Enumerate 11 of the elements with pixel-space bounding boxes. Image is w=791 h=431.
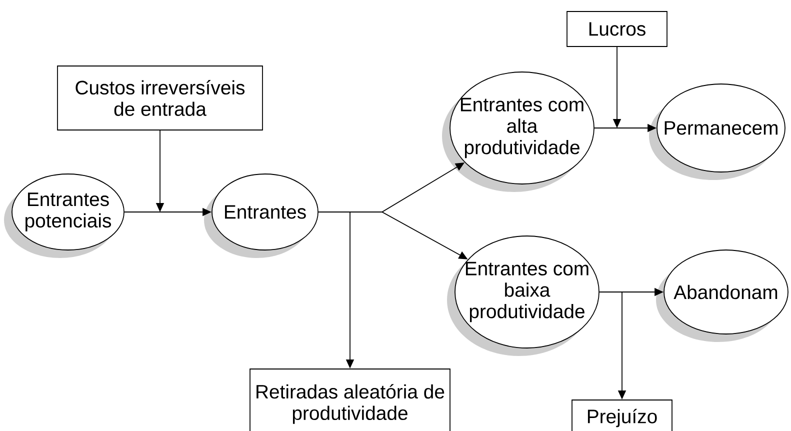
text-box: Custos irreversíveis de entrada bbox=[57, 66, 263, 130]
ellipse-node: Abandonam bbox=[656, 250, 788, 342]
node-label: Abandonam bbox=[674, 284, 778, 300]
ellipse-node: Entrantes potenciais bbox=[4, 174, 124, 258]
ellipse-node: Entrantes bbox=[204, 174, 318, 258]
ellipse-node: Entrantes com baixa produtividade bbox=[447, 236, 600, 356]
ellipse-node: Permanecem bbox=[649, 84, 786, 180]
text-box: Lucros bbox=[566, 11, 668, 47]
text-box: Prejuízo bbox=[572, 400, 672, 431]
ellipse-node: Entrantes com alta produtividade bbox=[442, 72, 594, 192]
text-box: Retiradas aleatória de produtividade bbox=[250, 368, 450, 431]
